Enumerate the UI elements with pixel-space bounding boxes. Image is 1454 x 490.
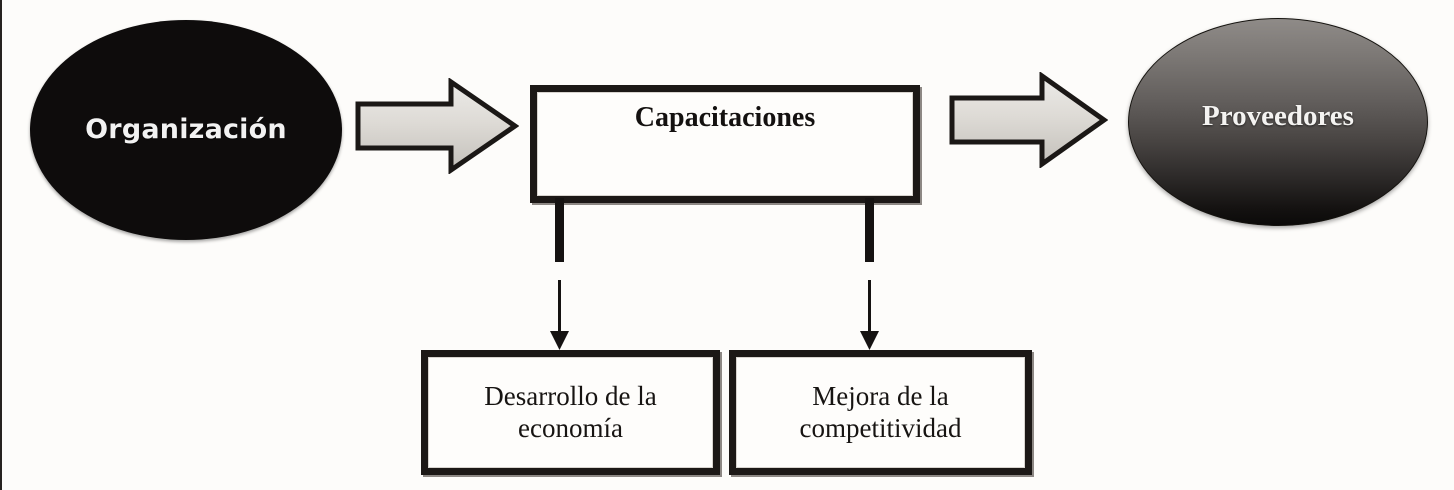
arrow-capacitaciones-to-desarrollo-economia bbox=[542, 198, 582, 353]
arrow-capacitaciones-to-proveedores bbox=[948, 71, 1109, 169]
arrow-organizacion-to-capacitaciones bbox=[354, 77, 520, 175]
arrow-capacitaciones-to-mejora-competitividad bbox=[852, 198, 892, 353]
node-proveedores[interactable]: Proveedores bbox=[1128, 18, 1428, 226]
node-organizacion-label: Organización bbox=[85, 113, 287, 145]
node-desarrollo-economia-inner: Desarrollo de la economía bbox=[428, 357, 713, 468]
node-capacitaciones[interactable]: Capacitaciones bbox=[530, 85, 920, 203]
node-desarrollo-economia[interactable]: Desarrollo de la economía bbox=[421, 350, 720, 475]
node-mejora-competitividad-label: Mejora de la competitividad bbox=[799, 380, 962, 443]
node-proveedores-label: Proveedores bbox=[1202, 99, 1354, 132]
node-desarrollo-economia-label: Desarrollo de la economía bbox=[484, 380, 657, 443]
node-mejora-competitividad-inner: Mejora de la competitividad bbox=[736, 357, 1025, 468]
node-capacitaciones-inner: Capacitaciones bbox=[537, 92, 913, 196]
node-organizacion[interactable]: Organización bbox=[30, 20, 342, 240]
node-capacitaciones-label: Capacitaciones bbox=[634, 102, 816, 133]
node-mejora-competitividad[interactable]: Mejora de la competitividad bbox=[729, 350, 1032, 475]
